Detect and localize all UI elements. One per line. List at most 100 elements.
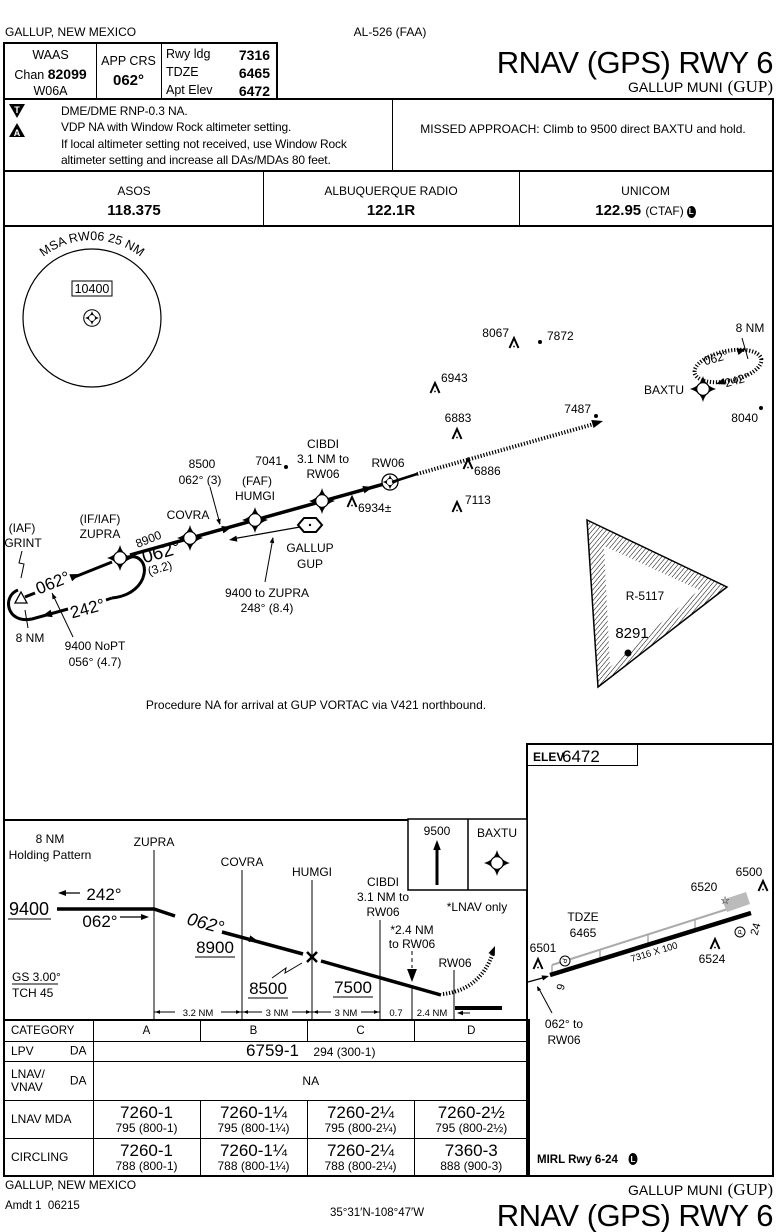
hat: 795 (800-1) [115, 1120, 178, 1135]
arrowhead-icon [374, 1010, 379, 1014]
arrowheads [42, 348, 746, 1016]
segment-distance: (3.2) [146, 558, 174, 578]
airport-diagram: 7316 X 100 6 24 P P 6500 6520 ☆ 6501 652… [527, 865, 769, 1166]
spot-elevation-label: 6934± [358, 501, 392, 515]
arrowhead-icon [537, 986, 542, 992]
profile-cibdi-note: 3.1 NM to [357, 890, 409, 904]
msa-circle: MSA RW06 25 NM 10400 [22, 229, 162, 388]
arrowhead-icon [248, 935, 258, 942]
footer-airport-name: GALLUP MUNI [627, 1182, 723, 1198]
beacon-star-icon: ☆ [720, 895, 730, 907]
pilot-controlled-lighting-icon: L [686, 206, 696, 218]
arrowhead-icon [243, 1010, 248, 1014]
baxtu-label: BAXTU [644, 383, 684, 397]
arrowhead-icon [229, 535, 238, 542]
arrowhead-icon [313, 1010, 318, 1014]
mda: 7360-3 [444, 1140, 498, 1160]
spot-elevation-dot [538, 340, 542, 344]
humgi-waypoint-icon [241, 506, 269, 534]
hat: 888 (900-3) [440, 1158, 503, 1173]
baxtu-holding-pattern [692, 347, 764, 385]
arrowhead-icon [362, 486, 373, 494]
waas-channel: Chan 82099 [5, 67, 96, 82]
grint-iaf-triangle-icon [13, 590, 29, 604]
apt-elev-label: Apt Elev [166, 83, 213, 97]
lnav-vnav-minimum: NA [92, 1060, 530, 1101]
chart-id: AL-526 (FAA) [353, 25, 427, 39]
procedure-na-note: Procedure NA for arrival at GUP VORTAC v… [146, 698, 486, 712]
hat: 795 (800-2½) [435, 1120, 508, 1135]
apt-elev-row: Apt Elev 6472 [166, 83, 270, 98]
category-c: C [306, 1019, 415, 1042]
spot-elevation-label: 7113 [465, 493, 491, 507]
app-crs-cell: APP CRS 062° [96, 44, 162, 98]
terrain-peak-icon [462, 458, 474, 470]
tdze-value: 6465 [570, 926, 597, 940]
runway-lighting: MIRL Rwy 6-24 [537, 1154, 619, 1166]
nopt-altitude: 9400 NoPT [65, 639, 126, 653]
arrowhead-icon [236, 1010, 241, 1014]
arrowhead-icon [69, 574, 80, 582]
airport-sketch: ELEV 6472 [526, 743, 774, 1177]
rwy-ldg-value: 7316 [238, 47, 270, 63]
note-line: DME/DME RNP-0.3 NA. [61, 104, 188, 118]
pilot-controlled-lighting-icon [628, 1153, 638, 1165]
papi-icon [734, 926, 746, 938]
profile-altitude: 7500 [334, 978, 372, 997]
circling-label: CIRCLING [3, 1137, 94, 1177]
lnav-vnav-row: LNAV/ VNAV DA NA [3, 1060, 530, 1101]
baxtu-hold-length-tick [741, 337, 749, 360]
comm-frequency: 122.1R [366, 202, 416, 219]
comm-unicom: UNICOM 122.95 (CTAF)L [519, 172, 772, 225]
baxtu-hold-inbound: 242° [723, 370, 751, 390]
runway-data-cell: Rwy ldg 7316 TDZE 6465 Apt Elev 6472 [161, 44, 276, 98]
channel-label: Chan [14, 68, 45, 82]
cibdi-distance: 3.1 NM to [297, 452, 349, 466]
spot-elevation-label: 7487 [564, 402, 591, 416]
mda: 7260-2¼ [326, 1140, 395, 1160]
approach-note-leader [537, 986, 553, 1014]
terrain-peak-icon [709, 938, 721, 950]
hat: 788 (800-1¼) [217, 1158, 290, 1173]
comm-name: UNICOM [621, 184, 670, 198]
distance-bar: 3.2 NM 3 NM 3 NM 0.7 2.4 NM [154, 1006, 502, 1019]
profile-course: 062° [185, 909, 226, 938]
ctaf-label: (CTAF) [645, 204, 684, 218]
lpv-label-cell: LPV DA [3, 1041, 94, 1062]
missed-approach-text: MISSED APPROACH: Climb to 9500 direct BA… [420, 122, 746, 136]
cibdi-label: CIBDI [307, 437, 339, 451]
feeder-altitude: 9400 to ZUPRA [225, 586, 309, 600]
terrain-peak-icon [532, 958, 544, 970]
lnav-mda-label: LNAV MDA [3, 1099, 94, 1139]
comm-name: ALBUQUERQUE RADIO [324, 184, 458, 198]
arrowhead-icon [52, 593, 57, 600]
distance-label: 2.4 NM [417, 1008, 448, 1019]
distance-label: 3 NM [266, 1008, 289, 1019]
hat: 795 (800-2¼) [324, 1120, 397, 1135]
runway-6-24 [549, 910, 752, 978]
note-line: VDP NA with Window Rock altimeter settin… [61, 120, 292, 134]
arrowhead-icon [407, 969, 417, 982]
threshold-crossing-height: TCH 45 [12, 986, 54, 1000]
lnav-vnav-label: VNAV [11, 1079, 43, 1094]
note-line: If local altimeter setting not received,… [61, 137, 347, 151]
waas-cell: WAAS Chan 82099 W06A [5, 44, 97, 98]
comm-frequency: 122.95 [595, 202, 642, 219]
lnav-vnav-type: DA [69, 1073, 87, 1088]
profile-hold-label: 8 NM [36, 832, 65, 846]
airport-spot-elevation: 6524 [699, 952, 726, 966]
footer-procedure-title: RNAV (GPS) RWY 6 [496, 1198, 774, 1232]
segment-leader [209, 486, 221, 525]
msa-label-path: MSA RW06 25 NM [37, 229, 147, 259]
approach-note: RW06 [547, 1033, 580, 1047]
missed-approach-route [416, 422, 595, 476]
arrowhead-icon [269, 537, 275, 544]
lpv-hat: 294 (300-1) [313, 1045, 376, 1059]
vortac-center-dot [308, 523, 312, 527]
feeder-route [231, 526, 301, 540]
